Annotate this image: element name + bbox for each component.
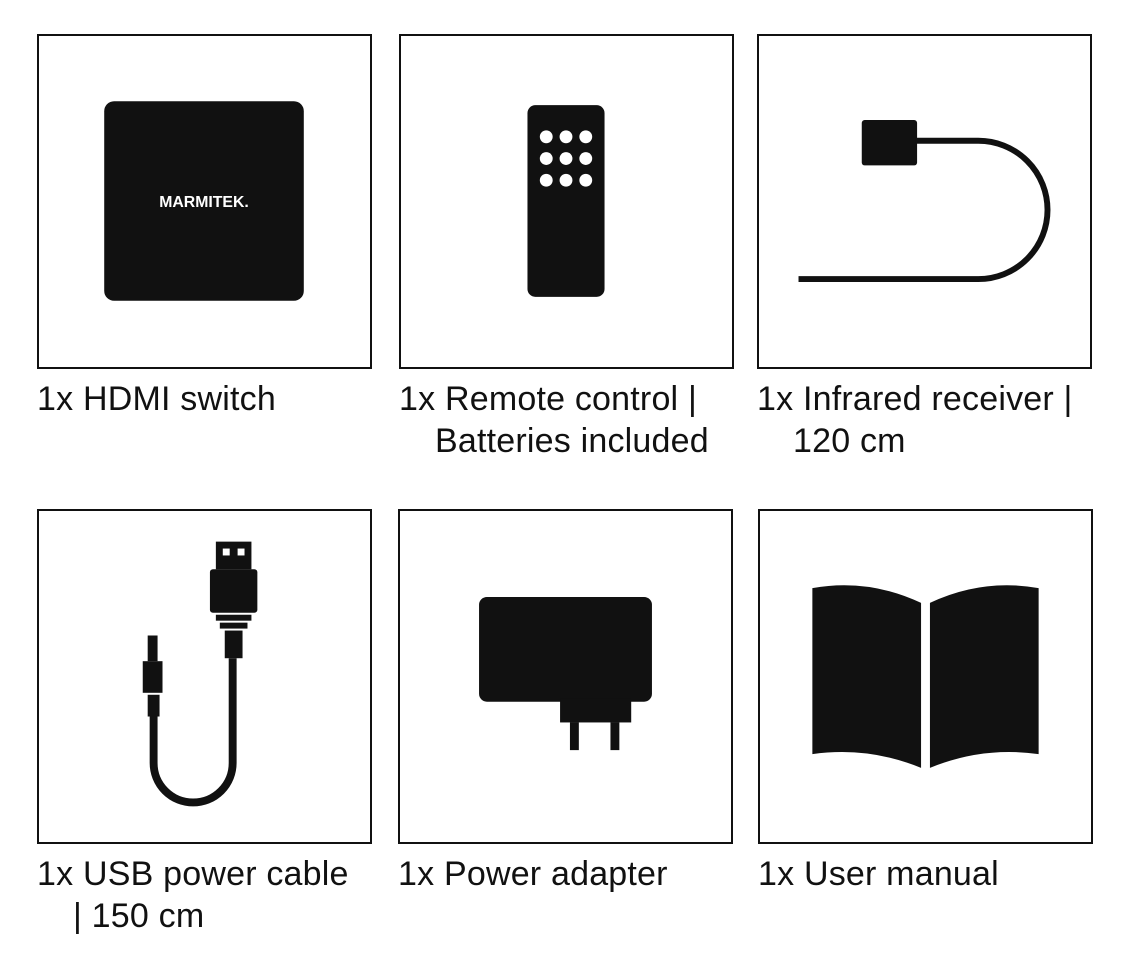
usb-power-cable-icon [142, 541, 258, 807]
caption-line: 120 cm [793, 422, 906, 460]
caption-user-manual: 1x User manual [758, 853, 999, 895]
caption-line: 1x Remote control | [399, 380, 697, 418]
caption-power-adapter: 1x Power adapter [398, 853, 668, 895]
caption-line: 1x USB power cable [37, 855, 349, 893]
caption-line: 1x HDMI switch [37, 380, 276, 418]
tile-power-adapter [398, 509, 733, 844]
infrared-receiver-icon [798, 119, 1051, 283]
tile-usb-power-cable [37, 509, 372, 844]
tile-user-manual [758, 509, 1093, 844]
tile-hdmi-switch: MARMITEK. [37, 34, 372, 369]
remote-control-icon [527, 105, 605, 297]
caption-line: 1x Power adapter [398, 855, 668, 893]
user-manual-icon [812, 585, 1039, 768]
caption-usb-power-cable: 1x USB power cable | 150 cm [37, 853, 349, 937]
tile-remote-control [399, 34, 734, 369]
caption-line: | 150 cm [73, 897, 205, 935]
caption-remote-control: 1x Remote control | Batteries included [399, 378, 709, 462]
caption-hdmi-switch: 1x HDMI switch [37, 378, 276, 420]
brand-logo: MARMITEK. [159, 194, 249, 211]
hdmi-switch-icon: MARMITEK. [104, 101, 304, 301]
caption-line: 1x Infrared receiver | [757, 380, 1073, 418]
caption-line: 1x User manual [758, 855, 999, 893]
tile-infrared-receiver [757, 34, 1092, 369]
caption-line: Batteries included [435, 422, 709, 460]
caption-infrared-receiver: 1x Infrared receiver | 120 cm [757, 378, 1073, 462]
power-adapter-icon [479, 596, 652, 751]
